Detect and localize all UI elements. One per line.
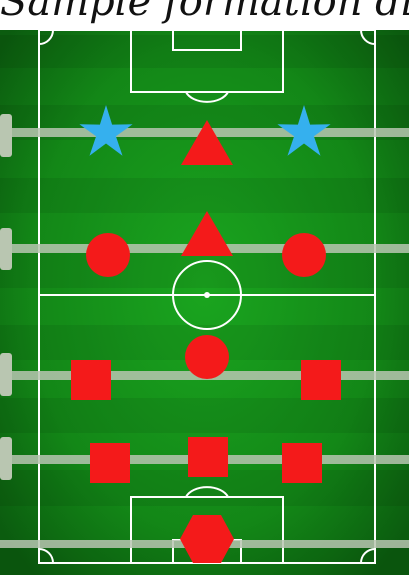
title-band: Sample formation diagram [0,0,409,30]
red-square-back-right[interactable] [282,443,322,483]
rod-handle [0,437,12,480]
center-spot [204,292,210,298]
red-circle-right[interactable] [282,233,326,277]
red-circle-center[interactable] [185,335,229,379]
red-circle-left[interactable] [86,233,130,277]
rod-handle [0,228,12,270]
page-title: Sample formation diagram [0,0,409,24]
red-square-left[interactable] [71,360,111,400]
red-square-back-center[interactable] [188,437,228,477]
red-square-back-left[interactable] [90,443,130,483]
red-square-right[interactable] [301,360,341,400]
rod-handle [0,114,12,157]
rod-handle [0,353,12,396]
